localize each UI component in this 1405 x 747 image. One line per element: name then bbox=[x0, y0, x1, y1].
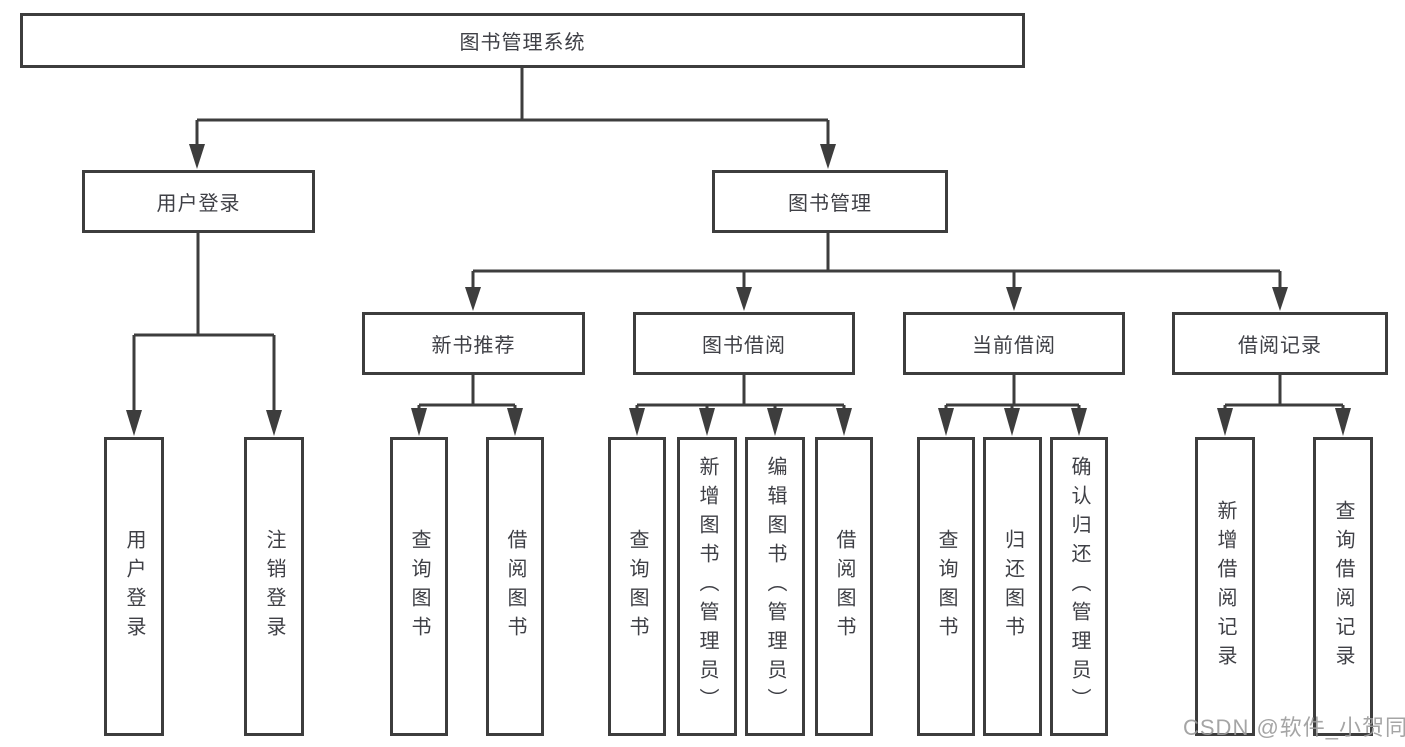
arrow-down-icon bbox=[699, 408, 715, 436]
node-label: 当前借阅 bbox=[972, 335, 1056, 357]
leaf-label: 用户登录 bbox=[123, 528, 145, 645]
arrow-down-icon bbox=[411, 408, 427, 436]
arrow-down-icon bbox=[1004, 408, 1020, 436]
arrow-down-icon bbox=[736, 287, 752, 311]
arrow-down-icon bbox=[126, 410, 142, 436]
leaf-label: 查询图书 bbox=[935, 528, 957, 645]
leaf-label: 新增借阅记录 bbox=[1214, 499, 1236, 674]
leaf-add-books-admin: 新增图书（管理员） bbox=[677, 437, 737, 736]
leaf-query-books-current: 查询图书 bbox=[917, 437, 975, 736]
leaf-borrow-books-recommend: 借阅图书 bbox=[486, 437, 544, 736]
arrow-down-icon bbox=[1335, 408, 1351, 436]
arrow-down-icon bbox=[1071, 408, 1087, 436]
leaf-label: 新增图书（管理员） bbox=[696, 456, 718, 717]
leaf-query-books-borrow: 查询图书 bbox=[608, 437, 666, 736]
node-borrow-records: 借阅记录 bbox=[1172, 312, 1388, 375]
leaf-label: 编辑图书（管理员） bbox=[764, 456, 786, 717]
leaf-label: 查询图书 bbox=[408, 528, 430, 645]
leaf-logout: 注销登录 bbox=[244, 437, 304, 736]
arrow-down-icon bbox=[820, 144, 836, 169]
node-new-book-recommend: 新书推荐 bbox=[362, 312, 585, 375]
node-current-borrow: 当前借阅 bbox=[903, 312, 1125, 375]
arrow-down-icon bbox=[507, 408, 523, 436]
connector-bookmgmt-to-level3 bbox=[471, 233, 1282, 289]
leaf-label: 确认归还（管理员） bbox=[1068, 456, 1090, 717]
leaf-confirm-return-admin: 确认归还（管理员） bbox=[1050, 437, 1108, 736]
leaf-add-borrow-record: 新增借阅记录 bbox=[1195, 437, 1255, 736]
connector-bookborrow-to-leaves bbox=[635, 375, 846, 412]
leaf-query-books-recommend: 查询图书 bbox=[390, 437, 448, 736]
arrow-down-icon bbox=[266, 410, 282, 436]
connector-userlogin-to-leaves bbox=[132, 233, 276, 412]
arrow-down-icon bbox=[938, 408, 954, 436]
leaf-edit-books-admin: 编辑图书（管理员） bbox=[745, 437, 805, 736]
connector-root-to-level2 bbox=[195, 68, 830, 146]
node-book-borrow: 图书借阅 bbox=[633, 312, 855, 375]
node-label: 借阅记录 bbox=[1238, 335, 1322, 357]
arrow-down-icon bbox=[465, 287, 481, 311]
leaf-user-login: 用户登录 bbox=[104, 437, 164, 736]
leaf-label: 查询图书 bbox=[626, 528, 648, 645]
node-user-login: 用户登录 bbox=[82, 170, 315, 233]
connector-records-to-leaves bbox=[1223, 375, 1345, 412]
arrow-down-icon bbox=[1006, 287, 1022, 311]
node-book-management: 图书管理 bbox=[712, 170, 948, 233]
node-label: 新书推荐 bbox=[431, 335, 516, 357]
leaf-label: 归还图书 bbox=[1001, 528, 1024, 645]
node-label: 用户登录 bbox=[156, 193, 241, 215]
arrow-down-icon bbox=[1272, 287, 1288, 311]
leaf-return-books: 归还图书 bbox=[983, 437, 1042, 736]
leaf-query-borrow-record: 查询借阅记录 bbox=[1313, 437, 1373, 736]
node-library-management-system: 图书管理系统 bbox=[20, 13, 1025, 68]
arrow-down-icon bbox=[1217, 408, 1233, 436]
leaf-label: 注销登录 bbox=[263, 528, 285, 645]
arrowhead-icons bbox=[126, 144, 1351, 436]
watermark: CSDN @软件_小贺同学 bbox=[1183, 715, 1405, 740]
leaf-label: 借阅图书 bbox=[504, 528, 526, 645]
connector-newbook-to-leaves bbox=[417, 375, 517, 412]
node-label: 图书借阅 bbox=[702, 335, 786, 357]
arrow-down-icon bbox=[836, 408, 852, 436]
node-label: 图书管理系统 bbox=[459, 32, 586, 54]
leaf-label: 借阅图书 bbox=[833, 528, 855, 645]
connector-currentborrow-to-leaves bbox=[944, 375, 1081, 412]
arrow-down-icon bbox=[189, 144, 205, 169]
node-label: 图书管理 bbox=[788, 193, 872, 215]
arrow-down-icon bbox=[767, 408, 783, 436]
leaf-borrow-books: 借阅图书 bbox=[815, 437, 873, 736]
arrow-down-icon bbox=[629, 408, 645, 436]
leaf-label: 查询借阅记录 bbox=[1332, 499, 1354, 674]
